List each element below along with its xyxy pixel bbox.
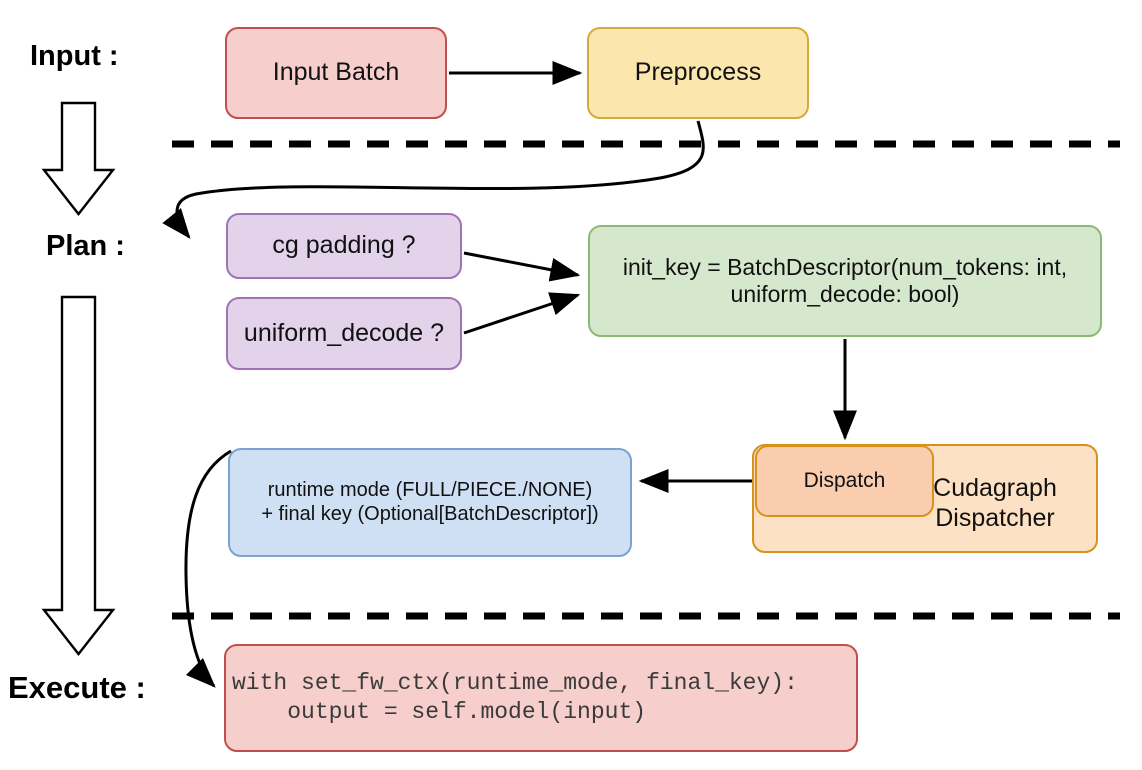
node-cudagraph-dispatcher-line2: Dispatcher	[935, 503, 1055, 532]
node-code-block-line1: with set_fw_ctx(runtime_mode, final_key)…	[232, 669, 798, 696]
node-init-key-line2: uniform_decode: bool)	[730, 281, 960, 307]
node-init-key-line1: init_key = BatchDescriptor(num_tokens: i…	[622, 253, 1068, 280]
node-code-block-line2: output = self.model(input)	[232, 699, 647, 725]
stage-block-arrow-plan-execute	[41, 295, 116, 656]
node-code-block[interactable]: with set_fw_ctx(runtime_mode, final_key)…	[224, 644, 858, 752]
node-cg-padding[interactable]: cg padding ?	[226, 213, 462, 279]
stage-block-arrow-input-plan	[41, 101, 116, 216]
node-runtime-mode-line1: runtime mode (FULL/PIECE./NONE)	[267, 478, 593, 501]
node-input-batch-label: Input Batch	[272, 58, 400, 87]
node-preprocess-label: Preprocess	[634, 58, 762, 87]
node-cudagraph-dispatcher-line1: Cudagraph	[933, 474, 1057, 502]
node-dispatch[interactable]: Dispatch	[755, 445, 934, 517]
stage-label-plan: Plan :	[46, 230, 125, 262]
edge-uniformdecode-to-initkey	[463, 292, 581, 335]
node-init-key[interactable]: init_key = BatchDescriptor(num_tokens: i…	[588, 225, 1102, 337]
node-runtime-mode-line2: + final key (Optional[BatchDescriptor])	[261, 502, 599, 525]
node-preprocess[interactable]: Preprocess	[587, 27, 809, 119]
stage-label-execute: Execute :	[8, 670, 146, 705]
node-uniform-decode[interactable]: uniform_decode ?	[226, 297, 462, 370]
node-dispatch-label: Dispatch	[803, 468, 886, 492]
node-runtime-mode[interactable]: runtime mode (FULL/PIECE./NONE) + final …	[228, 448, 632, 557]
stage-label-input: Input :	[30, 40, 119, 72]
edge-cgpadding-to-initkey	[463, 251, 581, 282]
node-uniform-decode-label: uniform_decode ?	[243, 318, 445, 347]
node-input-batch[interactable]: Input Batch	[225, 27, 447, 119]
node-cg-padding-label: cg padding ?	[272, 231, 416, 260]
